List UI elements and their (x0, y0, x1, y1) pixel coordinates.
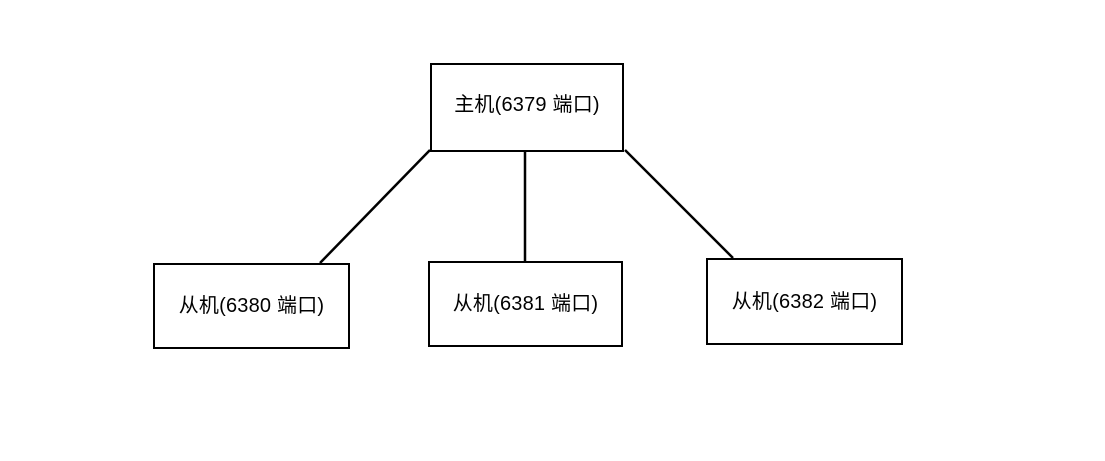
edge-master-to-slave-6382 (624, 149, 734, 259)
slave-node-6382: 从机(6382 端口) (706, 258, 903, 345)
slave-node-6382-label: 从机(6382 端口) (731, 290, 878, 313)
master-node-label: 主机(6379 端口) (454, 93, 600, 116)
master-node-6379: 主机(6379 端口) (430, 63, 624, 152)
slave-node-6381: 从机(6381 端口) (428, 261, 623, 347)
slave-node-6380: 从机(6380 端口) (153, 263, 350, 349)
edge-master-to-slave-6380 (319, 149, 431, 264)
slave-node-6380-label: 从机(6380 端口) (178, 295, 325, 317)
slave-node-6381-label: 从机(6381 端口) (452, 293, 599, 315)
